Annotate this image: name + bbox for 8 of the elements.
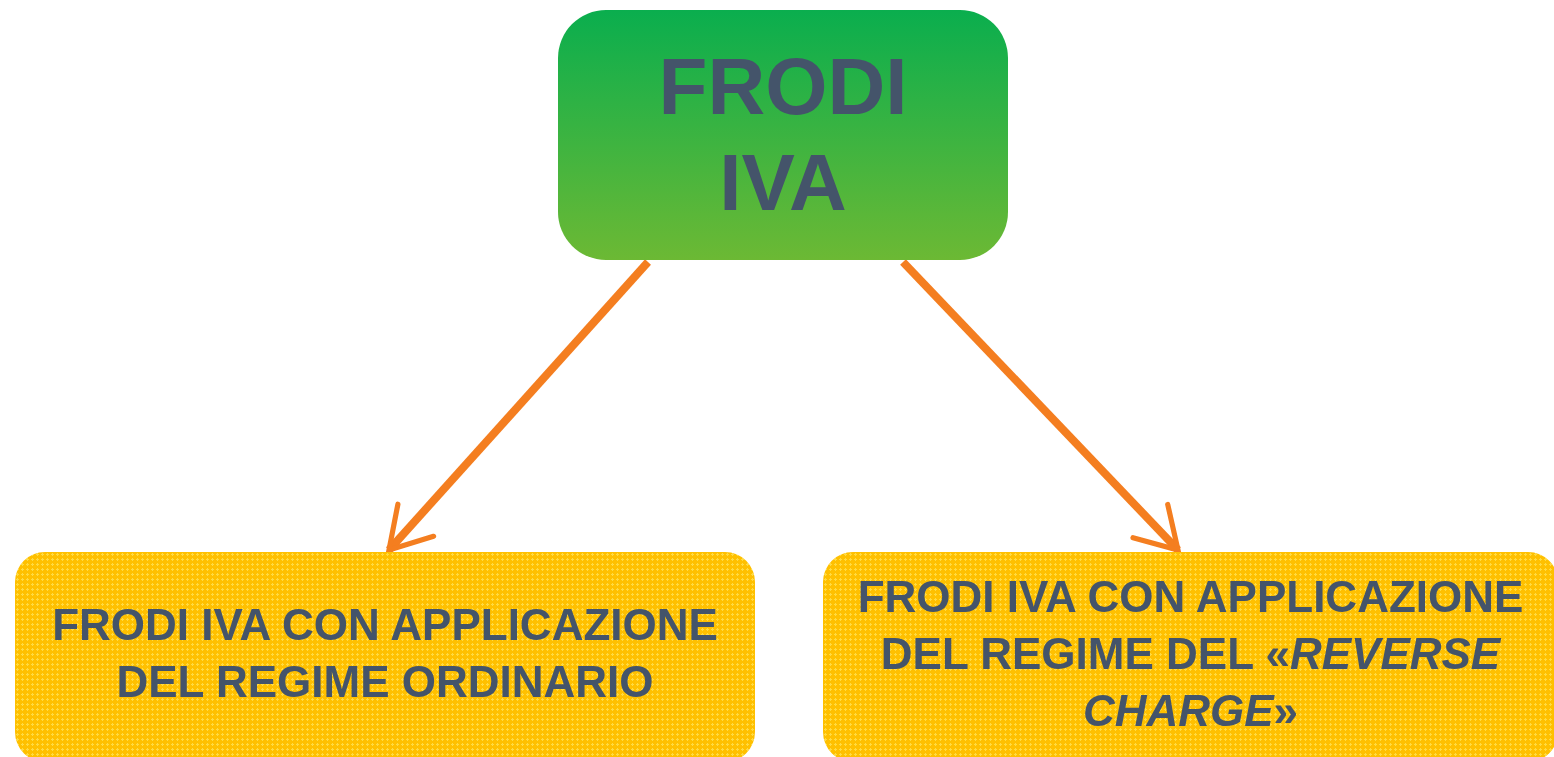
arrow: [386, 259, 651, 553]
arrow: [900, 259, 1181, 553]
category-box: [15, 552, 755, 757]
category-text: FRODI IVA CON APPLICAZIONE DEL REGIME DEL «REVERSE CHARGE»: [856, 570, 1525, 737]
category-box: [823, 552, 1554, 757]
category-text: FRODI IVA CON APPLICAZIONE DEL REGIME ORDINARIO: [51, 599, 719, 708]
title-box: [558, 10, 1008, 260]
title-text: FRODI IVA: [657, 41, 909, 229]
